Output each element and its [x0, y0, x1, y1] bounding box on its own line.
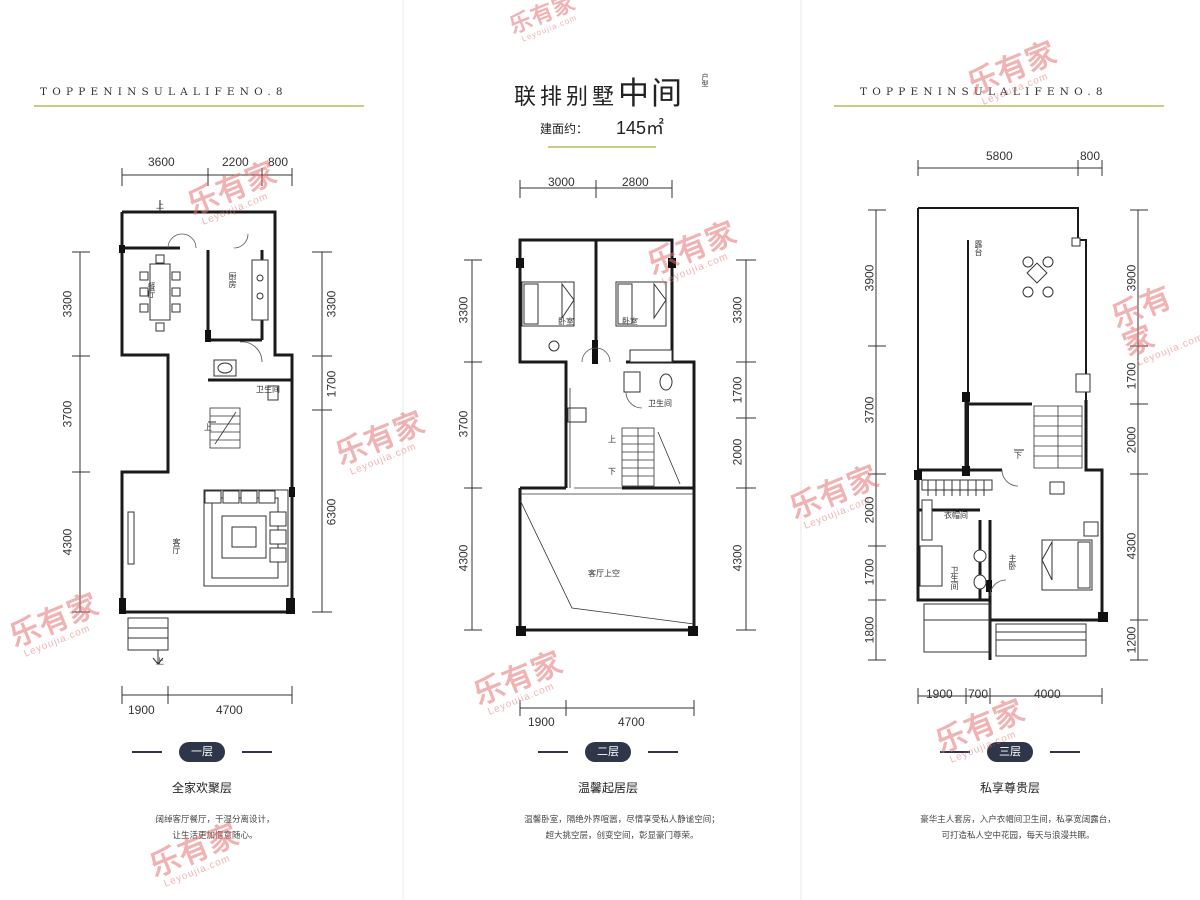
dim-right-3: 2000 [730, 438, 745, 466]
floor-3-plan [868, 160, 1148, 704]
dim-right-1: 3900 [1124, 264, 1139, 292]
floor-3-desc-line: 可打造私人空中花园，每天与浪漫共眠。 [941, 831, 1095, 841]
brand-rule [834, 105, 1164, 107]
dim-top-3: 800 [268, 155, 289, 169]
brand-line: TOPPENINSULALIFENO.8 [40, 86, 288, 98]
up-arrow-label-3: 上 [156, 657, 164, 666]
floor-1-badge-group: 一层 [132, 742, 272, 762]
dim-left-2: 3700 [456, 410, 471, 438]
room-bath-label: 卫生间 [950, 566, 959, 590]
dim-top-1: 3600 [148, 155, 175, 169]
room-bed2-label: 卧室 [622, 317, 638, 326]
dim-right-4: 4300 [730, 544, 745, 572]
main-title-sup: 户型 [701, 73, 709, 87]
main-title-big: 中间 [618, 76, 685, 112]
area-label: 建面约： [540, 122, 589, 136]
dim-bottom-1: 1900 [528, 715, 555, 729]
room-terrace-label: 露台 [974, 240, 983, 256]
dim-top-1: 3000 [548, 175, 575, 189]
dim-right-2: 1700 [1124, 362, 1139, 390]
floor-1-desc-line: 阔绰客厅餐厅，干湿分离设计， [155, 815, 275, 825]
floor-1-badge: 一层 [179, 742, 225, 762]
dim-left-2: 3700 [60, 400, 75, 428]
dim-right-2: 1700 [324, 370, 339, 398]
dim-bottom-2: 700 [968, 687, 989, 701]
dim-bottom-3: 4000 [1034, 687, 1061, 701]
floor-2-desc-line: 超大挑空层，创变空间，彰显豪门尊荣。 [545, 831, 699, 841]
floor-3-desc-line: 豪华主人套房，入户衣帽间卫生间，私享宽阔露台， [920, 815, 1116, 825]
floor-2-plan [464, 180, 756, 716]
floor-1-title: 全家欢聚层 [172, 781, 233, 795]
brand-line: TOPPENINSULALIFENO.8 [860, 86, 1108, 98]
badge-line-left [538, 751, 568, 753]
floor-2-title: 温馨起居层 [578, 781, 639, 795]
room-bath-label: 卫生间 [256, 385, 280, 394]
floor-3-badge-group: 三层 [940, 742, 1080, 762]
badge-line-left [132, 751, 162, 753]
dim-left-3: 4300 [456, 544, 471, 572]
dim-left-1: 3300 [60, 290, 75, 318]
dim-left-4: 1700 [862, 558, 877, 586]
floor-3-panel: TOPPENINSULALIFENO.8 [802, 0, 1200, 900]
floor-3-title: 私享尊贵层 [980, 781, 1041, 795]
dim-right-5: 1200 [1124, 626, 1139, 654]
down-arrow-label: 下 [608, 467, 616, 476]
floor-3-badge: 三层 [987, 742, 1033, 762]
dim-left-2: 3700 [862, 396, 877, 424]
dim-right-3: 2000 [1124, 426, 1139, 454]
brand-rule [34, 105, 364, 107]
badge-line-right [648, 751, 678, 753]
room-master-label: 主卧 [1008, 554, 1017, 570]
area-value: 145㎡ [616, 118, 665, 138]
floor-2-badge-group: 二层 [538, 742, 678, 762]
dim-right-1: 3300 [730, 296, 745, 324]
floor-1-desc: 阔绰客厅餐厅，干湿分离设计， 让生活更加惬意随心。 [125, 812, 305, 844]
floor-1-panel: TOPPENINSULALIFENO.8 [0, 0, 402, 900]
floor-1-plan [72, 168, 332, 704]
badge-line-right [242, 751, 272, 753]
dim-left-3: 2000 [862, 496, 877, 524]
floor-2-badge: 二层 [585, 742, 631, 762]
room-void-label: 客厅上空 [588, 569, 620, 578]
dim-right-1: 3300 [324, 290, 339, 318]
room-kitchen-label: 厨房 [228, 272, 237, 288]
floor-2-panel: 3000 2800 1900 4700 3300 3700 4300 3300 … [404, 0, 800, 900]
floor-2-desc-line: 温馨卧室，隔绝外界喧嚣，尽情享受私人静谧空间； [524, 815, 720, 825]
room-living-label: 客厅 [172, 538, 181, 554]
dim-top-2: 2800 [622, 175, 649, 189]
dim-left-1: 3900 [862, 264, 877, 292]
dim-left-1: 3300 [456, 296, 471, 324]
room-closet-label: 衣帽间 [944, 511, 968, 520]
dim-top-2: 2200 [222, 155, 249, 169]
dim-bottom-1: 1900 [128, 703, 155, 717]
floor-2-desc: 温馨卧室，隔绝外界喧嚣，尽情享受私人静谧空间； 超大挑空层，创变空间，彰显豪门尊… [502, 812, 742, 844]
up-arrow-label: 上 [608, 435, 616, 444]
dim-right-3: 6300 [324, 498, 339, 526]
area-rule [548, 146, 656, 148]
dim-right-2: 1700 [730, 376, 745, 404]
floor-3-desc: 豪华主人套房，入户衣帽间卫生间，私享宽阔露台， 可打造私人空中花园，每天与浪漫共… [898, 812, 1138, 844]
down-arrow-label: 下 [1014, 451, 1022, 460]
dim-top-1: 5800 [986, 149, 1013, 163]
up-arrow-label-2: 上 [204, 423, 212, 432]
dim-right-4: 4300 [1124, 532, 1139, 560]
dim-bottom-1: 1900 [926, 687, 953, 701]
dim-left-3: 4300 [60, 528, 75, 556]
dim-top-2: 800 [1080, 149, 1101, 163]
badge-line-right [1050, 751, 1080, 753]
dim-bottom-2: 4700 [216, 703, 243, 717]
up-arrow-label-1: 上 [156, 201, 164, 210]
main-title: 联排别墅中间 [514, 68, 684, 113]
room-dining-label: 餐厅 [147, 282, 156, 298]
main-title-small: 联排别墅 [514, 85, 619, 110]
room-bed1-label: 卧室 [558, 317, 574, 326]
room-bath-label: 卫生间 [648, 399, 672, 408]
floor-1-desc-line: 让生活更加惬意随心。 [172, 831, 258, 841]
dim-bottom-2: 4700 [618, 715, 645, 729]
badge-line-left [940, 751, 970, 753]
dim-left-5: 1800 [862, 616, 877, 644]
